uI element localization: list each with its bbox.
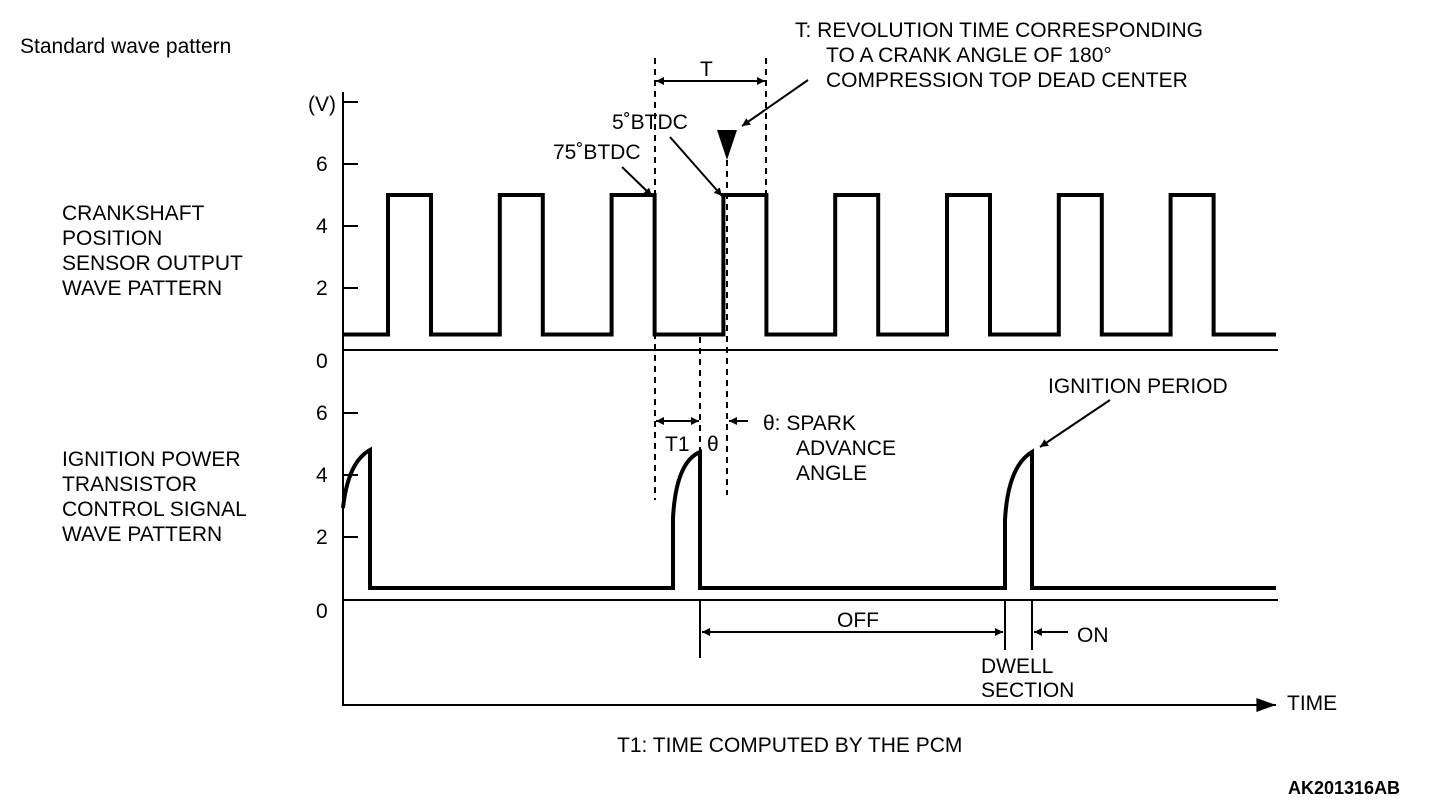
crank-label-line-1: CRANKSHAFT	[62, 202, 205, 225]
btdc-5-pointer	[669, 136, 723, 197]
crankshaft-sensor-waveform	[343, 193, 1276, 337]
y-unit-label: (V)	[308, 93, 336, 116]
theta-definition-line-3: ANGLE	[796, 462, 867, 485]
crank-tick-label-4: 4	[316, 215, 328, 238]
ignition-label-line-3: CONTROL SIGNAL	[62, 498, 247, 521]
crank-tick-label-0: 0	[316, 350, 328, 373]
ignition-period-pointer	[1039, 399, 1111, 448]
theta-label: θ	[707, 433, 719, 456]
dwell-label-line-1: DWELL	[981, 655, 1053, 678]
ign-tick-label-6: 6	[316, 402, 328, 425]
t1-label: T1	[665, 433, 690, 456]
on-label: ON	[1077, 624, 1109, 647]
ignition-label-line-4: WAVE PATTERN	[62, 523, 222, 546]
ign-tick-label-2: 2	[316, 526, 328, 549]
off-label: OFF	[837, 609, 879, 632]
ignition-label-line-1: IGNITION POWER	[62, 448, 241, 471]
ignition-period-label: IGNITION PERIOD	[1048, 375, 1228, 398]
t-definition-pointer	[741, 79, 809, 127]
figure-code: AK201316AB	[1288, 778, 1400, 798]
crank-label-line-4: WAVE PATTERN	[62, 277, 222, 300]
t-span-label: T	[700, 58, 713, 81]
t1-definition: T1: TIME COMPUTED BY THE PCM	[617, 734, 962, 757]
dwell-label-line-2: SECTION	[981, 679, 1074, 702]
btdc-75-label: 75˚BTDC	[553, 141, 641, 164]
ign-tick-label-4: 4	[316, 464, 328, 487]
crank-tick-label-6: 6	[316, 153, 328, 176]
ign-tick-label-0: 0	[316, 600, 328, 623]
crank-label-line-3: SENSOR OUTPUT	[62, 252, 243, 275]
crank-tick-label-2: 2	[316, 277, 328, 300]
t-definition-line-2: TO A CRANK ANGLE OF 180°	[826, 44, 1112, 67]
theta-definition-line-1: θ: SPARK	[763, 412, 856, 435]
diagram-title: Standard wave pattern	[20, 35, 231, 58]
btdc-75-pointer	[621, 166, 653, 197]
ignition-control-waveform	[341, 446, 1276, 590]
t-definition-line-3: COMPRESSION TOP DEAD CENTER	[826, 69, 1188, 92]
ignition-label-line-2: TRANSISTOR	[62, 473, 197, 496]
theta-definition-line-2: ADVANCE	[796, 437, 896, 460]
ignition-y-ticks: 6 4 2 0	[316, 402, 358, 623]
crank-label-line-2: POSITION	[62, 227, 162, 250]
time-axis-label: TIME	[1287, 692, 1337, 715]
tdc-marker-triangle	[717, 130, 737, 160]
btdc-5-label: 5˚BTDC	[612, 111, 688, 134]
t-definition-line-1: T: REVOLUTION TIME CORRESPONDING	[795, 19, 1203, 42]
crank-y-ticks: 6 4 2 0	[316, 153, 358, 373]
